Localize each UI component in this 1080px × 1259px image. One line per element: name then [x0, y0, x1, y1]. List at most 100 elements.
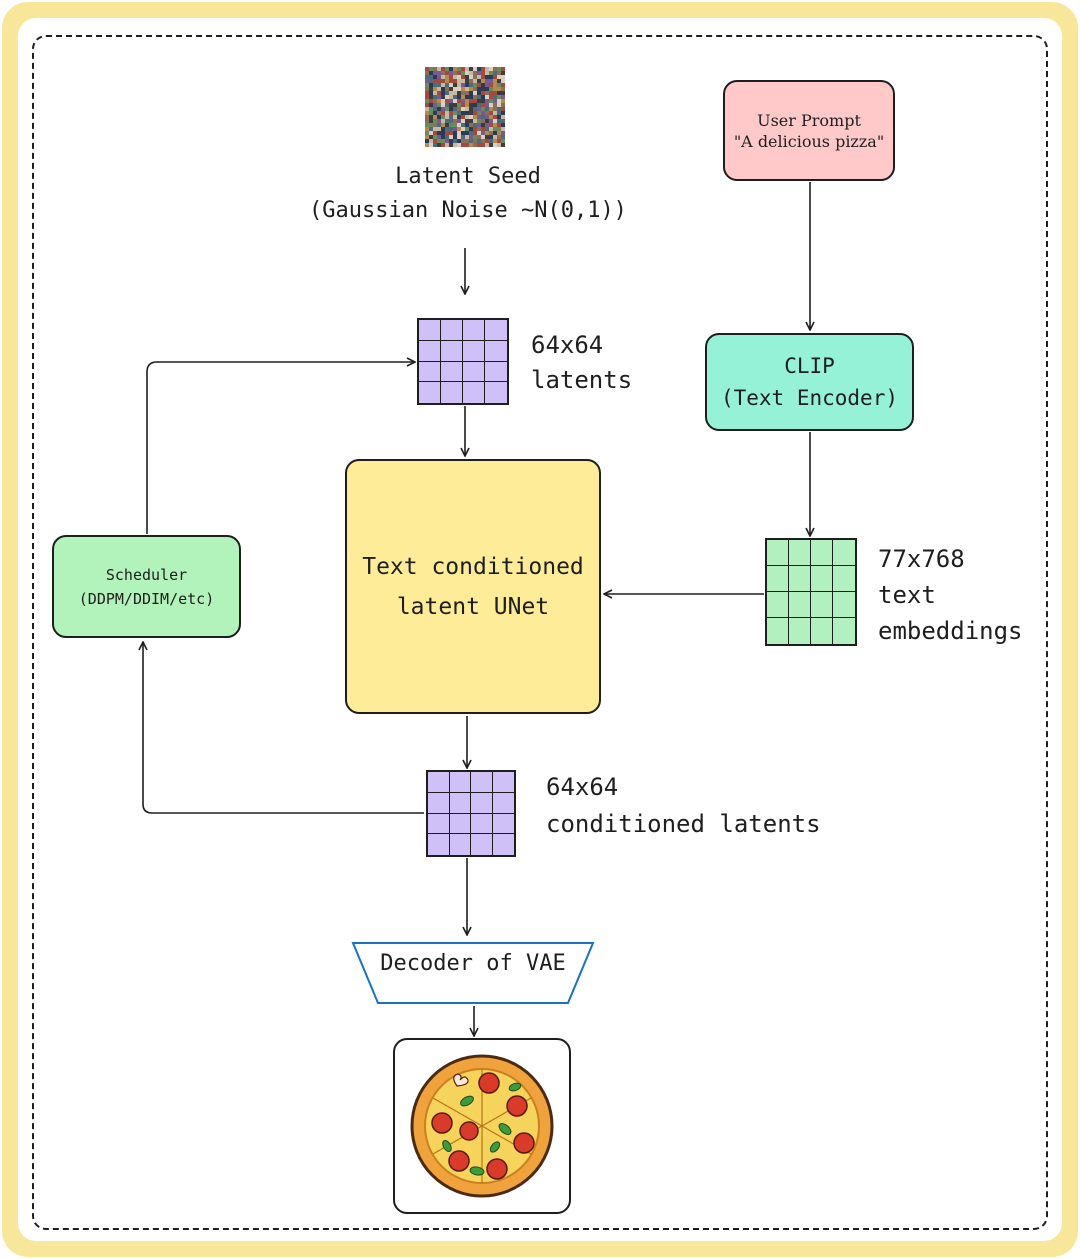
noise-pixel [465, 95, 469, 99]
noise-pixel [481, 131, 485, 135]
noise-pixel [477, 127, 481, 131]
noise-pixel [485, 143, 489, 147]
noise-pixel [489, 143, 493, 147]
noise-pixel [461, 119, 465, 123]
noise-pixel [449, 67, 453, 71]
noise-pixel [469, 95, 473, 99]
noise-pixel [441, 139, 445, 143]
noise-pixel [473, 87, 477, 91]
noise-pixel [469, 135, 473, 139]
noise-pixel [501, 103, 505, 107]
noise-pixel [429, 79, 433, 83]
noise-pixel [429, 91, 433, 95]
noise-pixel [477, 107, 481, 111]
noise-pixel [469, 127, 473, 131]
noise-pixel [449, 79, 453, 83]
noise-pixel [449, 91, 453, 95]
noise-pixel [469, 115, 473, 119]
noise-pixel [497, 99, 501, 103]
noise-pixel [441, 91, 445, 95]
noise-pixel [425, 135, 429, 139]
noise-pixel [433, 103, 437, 107]
noise-pixel [433, 107, 437, 111]
noise-pixel [437, 83, 441, 87]
noise-pixel [501, 131, 505, 135]
noise-pixel [497, 143, 501, 147]
noise-pixel [489, 131, 493, 135]
noise-pixel [449, 143, 453, 147]
noise-pixel [437, 99, 441, 103]
noise-pixel [445, 111, 449, 115]
decoder-shape [351, 942, 595, 1004]
noise-pixel [433, 123, 437, 127]
clip-subtitle: (Text Encoder) [720, 386, 898, 410]
noise-pixel [469, 107, 473, 111]
noise-pixel [449, 123, 453, 127]
noise-pixel [497, 123, 501, 127]
noise-pixel [485, 115, 489, 119]
noise-pixel [501, 95, 505, 99]
embeddings-size: 77x768 [878, 545, 965, 573]
noise-pixel [453, 111, 457, 115]
noise-pixel [445, 139, 449, 143]
noise-pixel [485, 79, 489, 83]
noise-pixel [425, 75, 429, 79]
unet-box: Text conditioned latent UNet [345, 459, 601, 714]
scheduler-box: Scheduler (DDPM/DDIM/etc) [52, 535, 241, 638]
noise-pixel [453, 87, 457, 91]
noise-pixel [441, 115, 445, 119]
noise-pixel [429, 139, 433, 143]
latent-seed-subtitle: (Gaussian Noise ~N(0,1)) [309, 198, 627, 223]
noise-pixel [457, 87, 461, 91]
noise-pixel [465, 127, 469, 131]
noise-pixel [445, 119, 449, 123]
noise-pixel [501, 119, 505, 123]
noise-pixel [441, 67, 445, 71]
noise-pixel [433, 79, 437, 83]
noise-pixel [465, 139, 469, 143]
dashed-border [32, 35, 1048, 1230]
noise-pixel [497, 103, 501, 107]
noise-pixel [501, 127, 505, 131]
noise-pixel [429, 87, 433, 91]
noise-pixel [493, 91, 497, 95]
noise-pixel [481, 143, 485, 147]
noise-pixel [473, 115, 477, 119]
noise-pixel [485, 139, 489, 143]
noise-pixel [461, 79, 465, 83]
noise-pixel [433, 131, 437, 135]
noise-pixel [457, 67, 461, 71]
noise-pixel [493, 143, 497, 147]
noise-pixel [493, 71, 497, 75]
noise-pixel [433, 87, 437, 91]
noise-pixel [441, 107, 445, 111]
conditioned-label: conditioned latents [546, 810, 821, 838]
noise-pixel [437, 139, 441, 143]
noise-pixel [425, 119, 429, 123]
noise-pixel [449, 95, 453, 99]
noise-pixel [453, 79, 457, 83]
noise-pixel [429, 111, 433, 115]
noise-pixel [445, 79, 449, 83]
noise-pixel [445, 107, 449, 111]
noise-pixel [453, 107, 457, 111]
noise-pixel [433, 139, 437, 143]
noise-pixel [501, 71, 505, 75]
noise-pixel [433, 95, 437, 99]
noise-pixel [429, 123, 433, 127]
noise-pixel [473, 95, 477, 99]
noise-pixel [465, 87, 469, 91]
user-prompt-box: User Prompt "A delicious pizza" [723, 80, 895, 181]
noise-pixel [429, 75, 433, 79]
noise-pixel [489, 115, 493, 119]
noise-pixel [501, 87, 505, 91]
noise-pixel [433, 135, 437, 139]
decoder-label: Decoder of VAE [380, 951, 566, 976]
noise-pixel [449, 103, 453, 107]
noise-pixel [465, 119, 469, 123]
noise-pixel [429, 67, 433, 71]
noise-pixel [493, 107, 497, 111]
noise-pixel [497, 127, 501, 131]
noise-pixel [453, 143, 457, 147]
noise-pixel [477, 103, 481, 107]
